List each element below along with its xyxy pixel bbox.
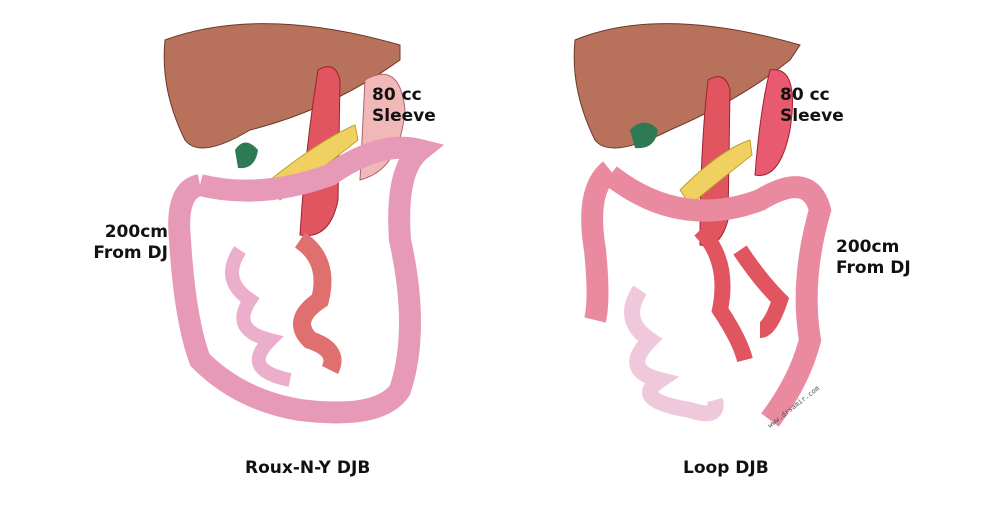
roux-n-y-illustration [163,23,445,424]
liver [573,23,801,149]
sleeve-text: Sleeve [372,106,436,126]
limb-origin: From DJ [93,243,168,263]
roux-limb [293,232,342,375]
left-caption: Roux-N-Y DJB [245,458,371,478]
gallbladder [235,142,258,169]
left-sleeve-label: 80 cc Sleeve [372,85,436,127]
right-limb-label: 200cm From DJ [836,237,911,279]
limb-length: 200cm [104,222,168,242]
sleeve-volume: 80 cc [372,85,422,105]
left-limb-label: 200cm From DJ [88,222,168,264]
colon [168,136,445,424]
right-sleeve-label: 80 cc Sleeve [780,85,844,127]
sleeve-volume: 80 cc [780,85,830,105]
pancreas [679,139,753,206]
sleeve-text: Sleeve [780,106,844,126]
limb-origin: From DJ [836,258,911,278]
excluded-stomach [754,69,793,176]
biliopancreatic-limb [694,224,790,363]
limb-length: 200cm [836,237,900,257]
loop-djb-illustration: www.drsamir.com [573,23,832,430]
gallbladder [630,122,658,149]
liver [163,23,401,149]
small-bowel [225,246,292,387]
colon [581,161,832,427]
right-caption: Loop DJB [683,458,769,478]
small-bowel [624,285,724,422]
